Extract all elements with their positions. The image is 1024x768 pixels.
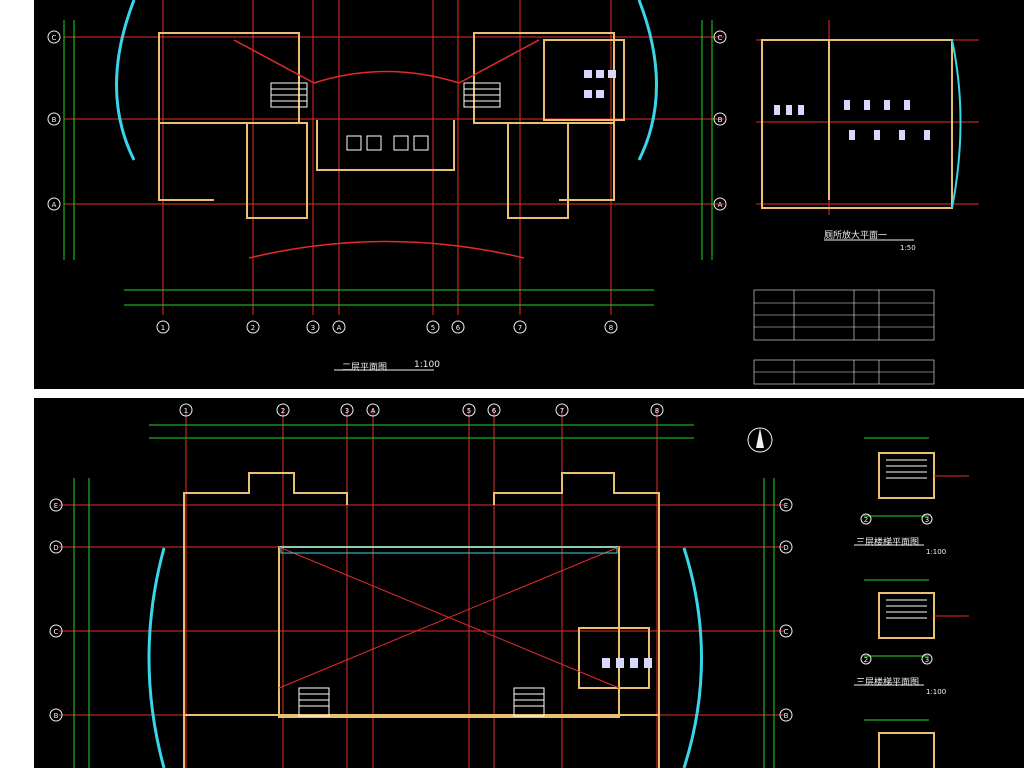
- col-axis-5: 5: [467, 407, 471, 415]
- col-axis-2: 2: [251, 324, 255, 332]
- left-facade-curve: [115, 0, 136, 161]
- row-axis-bubbles-right: C B A: [713, 30, 727, 211]
- stair-detail-1-scale: 1:100: [926, 548, 947, 556]
- col-axis-6: 6: [492, 407, 497, 415]
- toilet-fixtures: [602, 658, 652, 668]
- col-axis-1: 1: [184, 407, 188, 415]
- col-axis-3: 3: [345, 407, 349, 415]
- vertical-grid-lines: [185, 408, 658, 768]
- walls: [183, 472, 660, 768]
- left-facade-curve: [147, 547, 166, 768]
- elevator-2: [366, 135, 382, 151]
- stair-detail-1-axis-3: 3: [925, 516, 929, 524]
- north-arrow-icon: [747, 427, 773, 453]
- col-axis-3: 3: [311, 324, 315, 332]
- col-axis-8: 8: [655, 407, 659, 415]
- row-axis-c-right: C: [784, 628, 789, 636]
- walls: [158, 32, 625, 219]
- col-axis-7: 7: [518, 324, 522, 332]
- stair-detail-2: 2 3: [854, 579, 969, 686]
- stairs: [270, 82, 501, 108]
- canopy-arc: [248, 240, 525, 259]
- vertical-grid-lines: [162, 0, 612, 315]
- third-floor-plan-panel: 1 2 3 A 5 6 7 8 E D C B E D C: [34, 398, 1024, 768]
- row-axis-bubbles-left: E D C B: [49, 498, 63, 722]
- atrium-arc-top: [313, 70, 460, 84]
- col-axis-8: 8: [609, 324, 613, 332]
- right-facade-curve: [637, 0, 658, 161]
- elevator-4: [413, 135, 429, 151]
- row-axis-e-right: E: [784, 502, 788, 510]
- row-axis-bubbles-left: C B A: [47, 30, 61, 211]
- stair-detail-2-axis-3: 3: [925, 656, 929, 664]
- row-axis-a-right: A: [718, 201, 723, 209]
- stair-detail-3: [864, 719, 935, 768]
- row-axis-bubbles-right: E D C B: [779, 498, 793, 722]
- wall-right-lower: [559, 123, 615, 201]
- dimension-lines: [63, 20, 713, 306]
- wall-core-right: [507, 122, 569, 219]
- plan-scale: 1:100: [414, 360, 440, 370]
- third-floor-plan-drawing: 1 2 3 A 5 6 7 8 E D C B E D C: [49, 403, 969, 768]
- col-axis-a: A: [371, 407, 376, 415]
- stair-detail-2-scale: 1:100: [926, 688, 947, 696]
- toilet-walls: [578, 627, 650, 689]
- stairs: [298, 687, 545, 717]
- curved-facade: [147, 547, 703, 768]
- row-axis-b-left: B: [52, 116, 57, 124]
- toilet-fixtures: [584, 70, 616, 98]
- col-axis-2: 2: [281, 407, 285, 415]
- row-axis-c-left: C: [54, 628, 59, 636]
- row-axis-b-right: B: [784, 712, 789, 720]
- wall-left-lower: [158, 123, 214, 201]
- dimension-lines: [73, 424, 775, 768]
- col-axis-6: 6: [456, 324, 461, 332]
- elevator-1: [346, 135, 362, 151]
- row-axis-b-left: B: [54, 712, 59, 720]
- row-axis-d-right: D: [783, 544, 788, 552]
- col-axis-5: 5: [431, 324, 435, 332]
- second-floor-plan-panel: C B A C B A 1 2 3 A 5 6: [34, 0, 1024, 389]
- plan-title: 二层平面图: [342, 363, 388, 373]
- wall-core-left: [246, 122, 308, 219]
- right-facade-curve: [682, 547, 703, 768]
- horizontal-grid-lines: [59, 504, 784, 716]
- col-axis-7: 7: [560, 407, 564, 415]
- toilet-detail-drawing: [756, 20, 979, 241]
- wall-atrium: [316, 120, 455, 171]
- row-axis-b-right: B: [718, 116, 723, 124]
- second-floor-plan-drawing: C B A C B A 1 2 3 A 5 6: [47, 0, 979, 385]
- row-axis-c-left: C: [52, 34, 57, 42]
- col-axis-1: 1: [161, 324, 165, 332]
- row-axis-e-left: E: [54, 502, 58, 510]
- stair-detail-2-axis-2: 2: [864, 656, 868, 664]
- column-axis-bubbles: 1 2 3 A 5 6 7 8: [179, 403, 664, 417]
- column-axis-bubbles: 1 2 3 A 5 6 7 8: [156, 320, 618, 334]
- toilet-detail-title: 厕所放大平面一: [824, 231, 888, 241]
- col-axis-a: A: [337, 324, 342, 332]
- elevator-3: [393, 135, 409, 151]
- stair-detail-1-title: 三层楼梯平面图: [856, 538, 920, 548]
- void-edge: [280, 546, 618, 554]
- toilet-detail-walls: [761, 39, 953, 209]
- void-cross-lines: [278, 546, 620, 689]
- stair-detail-1-axis-2: 2: [864, 516, 868, 524]
- toilet-detail-scale: 1:50: [900, 244, 916, 252]
- row-axis-d-left: D: [53, 544, 58, 552]
- central-hall-walls: [278, 546, 620, 718]
- wall-block-left: [158, 32, 300, 124]
- stair-detail-2-title: 三层楼梯平面图: [856, 678, 920, 688]
- row-axis-c-right: C: [718, 34, 723, 42]
- elevators: [346, 135, 429, 151]
- atrium-arcs: [233, 39, 540, 259]
- wall-toilet: [543, 39, 625, 121]
- stair-detail-1: 2 3: [854, 437, 969, 546]
- row-axis-a-left: A: [52, 201, 57, 209]
- curved-facade: [115, 0, 658, 161]
- legend-table: [753, 289, 935, 385]
